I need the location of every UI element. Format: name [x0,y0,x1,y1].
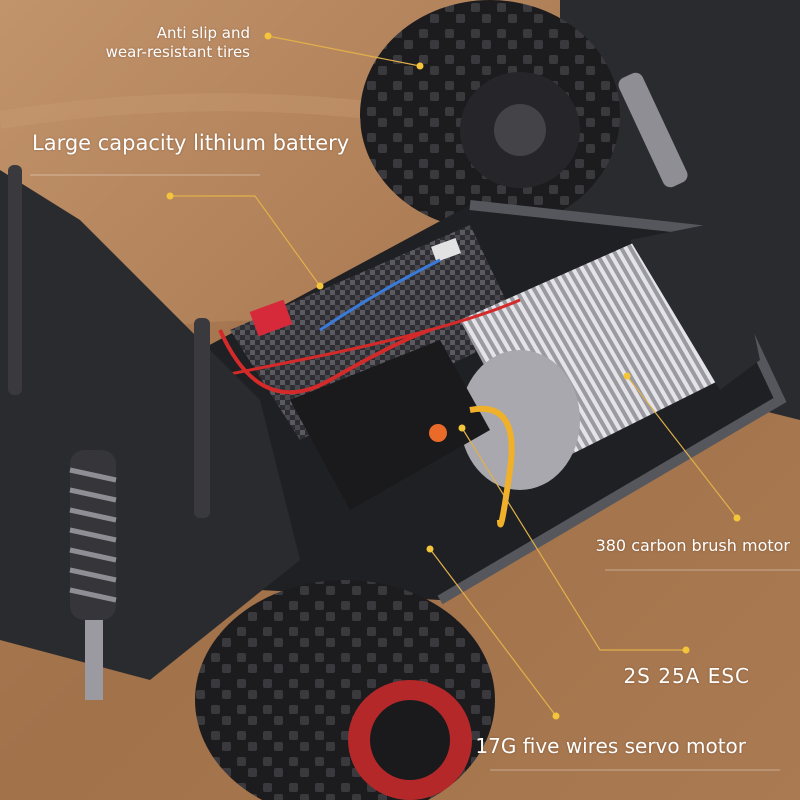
servo-wires [469,405,515,528]
callout-dot-motor-b [733,514,741,522]
callout-motor: 380 carbon brush motor [595,536,790,555]
rear-wheel [360,0,620,230]
callout-line-battery [170,195,321,287]
callout-dot-esc-a [458,424,466,432]
rear-shock [618,72,688,188]
callout-line-servo [429,548,557,717]
callout-battery: Large capacity lithium battery [32,131,350,155]
callout-line-esc [461,427,686,651]
callout-tires: Anti slip and wear-resistant tires [106,24,250,62]
balance-plug [431,238,461,262]
red-wire-2 [218,328,431,395]
callout-dot-tires-b [416,62,424,70]
front-shock [69,450,117,700]
blue-wire [319,258,441,332]
callout-dot-tires-a [264,32,272,40]
esc-unit [290,340,490,510]
callout-servo: 17G five wires servo motor [475,734,746,758]
callout-dot-servo-b [552,712,560,720]
callout-line-tires [267,35,421,67]
callout-dot-motor-a [623,372,631,380]
battery-pack [230,225,520,440]
callout-tires-line2: wear-resistant tires [105,43,250,61]
callout-dot-battery-b [316,282,324,290]
callout-esc: 2S 25A ESC [623,664,750,688]
callout-dot-battery-a [166,192,174,200]
body-post-left [8,165,22,395]
body-post-center [194,318,210,518]
callout-dots [166,32,741,720]
callout-line-motor [626,375,738,519]
callout-dot-servo-a [426,545,434,553]
callout-dot-esc-b [682,646,690,654]
callout-underlines [30,174,800,771]
callout-tires-line1: Anti slip and [156,24,250,42]
battery-connector [249,299,293,337]
callout-lines [170,35,738,717]
front-wheel [195,580,495,800]
